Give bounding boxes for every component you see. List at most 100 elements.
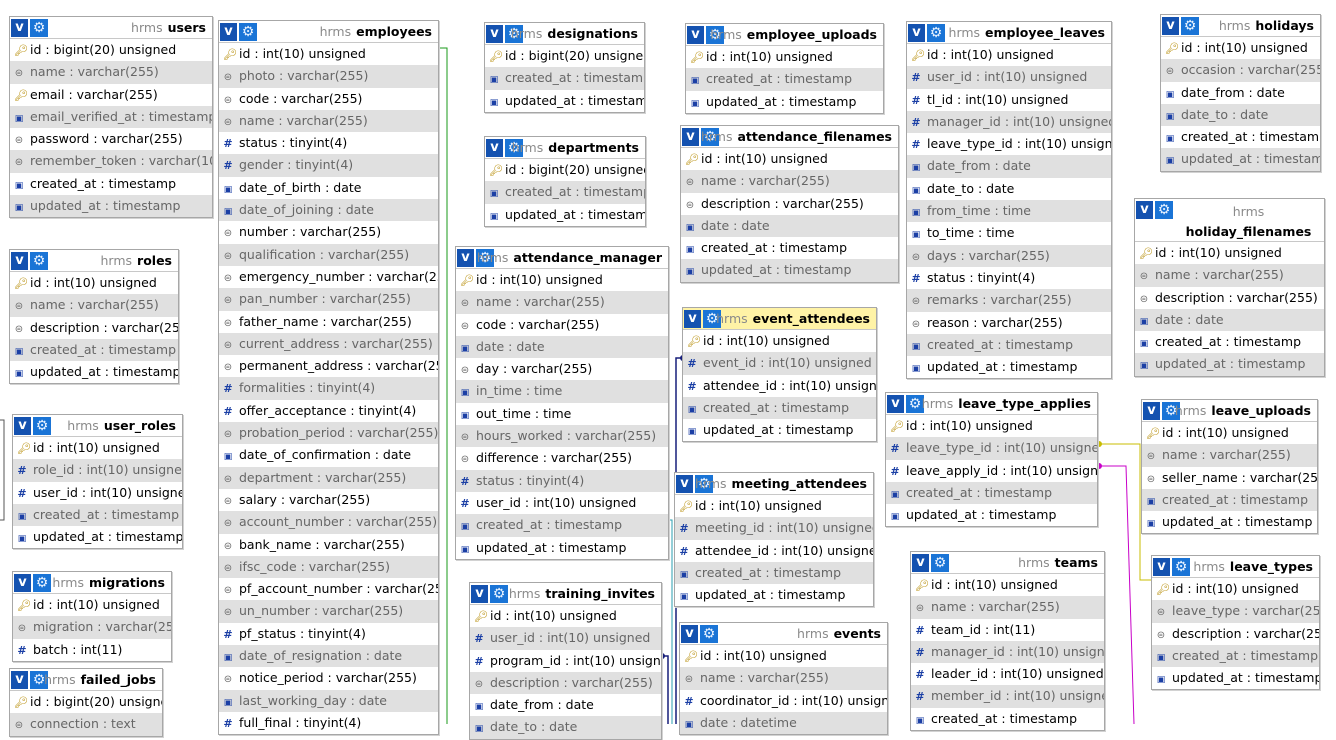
column-row[interactable]: 🔑︎id : int(10) unsigned <box>1135 242 1324 264</box>
column-row[interactable]: ⊜permanent_address : varchar(255) <box>219 355 438 377</box>
table-controls[interactable]: v⚙ <box>1162 17 1202 35</box>
view-toggle-icon[interactable]: v <box>912 554 929 572</box>
gear-icon[interactable]: ⚙ <box>1172 558 1190 576</box>
column-row[interactable]: ▣updated_at : timestamp <box>686 91 883 113</box>
column-row[interactable]: 🔑︎id : bigint(20) unsigned <box>485 159 645 181</box>
table-controls[interactable]: v⚙ <box>11 19 51 37</box>
column-row[interactable]: 🔑︎id : int(10) unsigned <box>675 495 873 517</box>
column-row[interactable]: ▣created_at : timestamp <box>1152 644 1319 668</box>
column-row[interactable]: 🔑︎id : int(10) unsigned <box>1142 422 1317 444</box>
column-row[interactable]: ▣created_at : timestamp <box>911 708 1104 730</box>
column-row[interactable]: 🔑︎id : bigint(20) unsigned <box>10 691 162 713</box>
table-controls[interactable]: v⚙ <box>908 24 948 42</box>
table-controls[interactable]: v⚙ <box>682 128 722 146</box>
column-row[interactable]: ▣created_at : timestamp <box>1161 126 1320 148</box>
view-toggle-icon[interactable]: v <box>11 671 28 689</box>
view-toggle-icon[interactable]: v <box>11 19 28 37</box>
column-row[interactable]: ⊜name : varchar(255) <box>681 170 898 193</box>
column-row[interactable]: #coordinator_id : int(10) unsigned <box>680 690 887 712</box>
column-row[interactable]: ⊜name : varchar(255) <box>10 61 212 84</box>
column-row[interactable]: #attendee_id : int(10) unsigned <box>675 540 873 562</box>
column-row[interactable]: ▣email_verified_at : timestamp <box>10 105 212 129</box>
table-controls[interactable]: v⚙ <box>912 554 952 572</box>
gear-icon[interactable]: ⚙ <box>906 395 924 413</box>
column-row[interactable]: ⊜name : varchar(255) <box>680 667 887 690</box>
column-row[interactable]: #leave_type_id : int(10) unsigned <box>886 437 1097 460</box>
column-row[interactable]: ⊜hours_worked : varchar(255) <box>456 425 668 448</box>
column-row[interactable]: ▣date_to : date <box>1161 103 1320 127</box>
column-row[interactable]: ▣date : date <box>456 335 668 359</box>
table-controls[interactable]: v⚙ <box>687 26 727 44</box>
column-row[interactable]: ▣updated_at : timestamp <box>681 259 898 282</box>
column-row[interactable]: #status : tinyint(4) <box>219 132 438 154</box>
column-row[interactable]: #manager_id : int(10) unsigned <box>911 640 1104 664</box>
view-toggle-icon[interactable]: v <box>681 625 698 643</box>
column-row[interactable]: ⊜password : varchar(255) <box>10 128 212 150</box>
column-row[interactable]: ▣date : datetime <box>680 711 887 735</box>
column-row[interactable]: 🔑︎id : int(10) unsigned <box>680 645 887 667</box>
view-toggle-icon[interactable]: v <box>471 585 488 603</box>
column-row[interactable]: ▣from_time : time <box>907 200 1111 223</box>
column-row[interactable]: ▣updated_at : timestamp <box>907 356 1111 378</box>
column-row[interactable]: ▣date_from : date <box>470 694 661 716</box>
column-row[interactable]: ⊜reason : varchar(255) <box>907 312 1111 334</box>
column-row[interactable]: ⊜description : varchar(255) <box>470 671 661 695</box>
column-row[interactable]: #gender : tinyint(4) <box>219 154 438 177</box>
table-controls[interactable]: v⚙ <box>486 25 526 43</box>
view-toggle-icon[interactable]: v <box>908 24 925 42</box>
column-row[interactable]: #batch : int(11) <box>13 639 171 661</box>
column-row[interactable]: ⊜account_number : varchar(255) <box>219 511 438 534</box>
table-controls[interactable]: v⚙ <box>1153 558 1193 576</box>
column-row[interactable]: ⊜description : varchar(255) <box>1152 623 1319 645</box>
column-row[interactable]: ⊜connection : text <box>10 713 162 736</box>
column-row[interactable]: #user_id : int(10) unsigned <box>13 482 182 504</box>
column-row[interactable]: ⊜number : varchar(255) <box>219 221 438 243</box>
view-toggle-icon[interactable]: v <box>14 417 31 435</box>
column-row[interactable]: ▣in_time : time <box>456 380 668 403</box>
column-row[interactable]: ▣date_to : date <box>470 716 661 739</box>
column-row[interactable]: 🔑︎id : int(10) unsigned <box>686 46 883 68</box>
column-row[interactable]: ▣updated_at : timestamp <box>1161 148 1320 171</box>
table-controls[interactable]: v⚙ <box>11 252 51 270</box>
column-row[interactable]: #role_id : int(10) unsigned <box>13 459 182 482</box>
column-row[interactable]: ▣out_time : time <box>456 403 668 425</box>
table-controls[interactable]: v⚙ <box>14 417 54 435</box>
column-row[interactable]: ⊜qualification : varchar(255) <box>219 243 438 266</box>
table-controls[interactable]: v⚙ <box>887 395 927 413</box>
view-toggle-icon[interactable]: v <box>887 395 904 413</box>
column-row[interactable]: ▣updated_at : timestamp <box>10 195 212 218</box>
gear-icon[interactable]: ⚙ <box>33 574 51 592</box>
column-row[interactable]: ⊜name : varchar(255) <box>456 291 668 314</box>
column-row[interactable]: ▣created_at : timestamp <box>886 481 1097 505</box>
column-row[interactable]: #event_id : int(10) unsigned <box>683 352 876 375</box>
gear-icon[interactable]: ⚙ <box>30 252 48 270</box>
view-toggle-icon[interactable]: v <box>1162 17 1179 35</box>
column-row[interactable]: #status : tinyint(4) <box>907 267 1111 289</box>
table-controls[interactable]: v⚙ <box>486 139 526 157</box>
column-row[interactable]: ⊜notice_period : varchar(255) <box>219 667 438 689</box>
view-toggle-icon[interactable]: v <box>676 475 693 493</box>
column-row[interactable]: 🔑︎id : int(10) unsigned <box>13 437 182 459</box>
column-row[interactable]: #pf_status : tinyint(4) <box>219 623 438 645</box>
table-controls[interactable]: v⚙ <box>681 625 721 643</box>
